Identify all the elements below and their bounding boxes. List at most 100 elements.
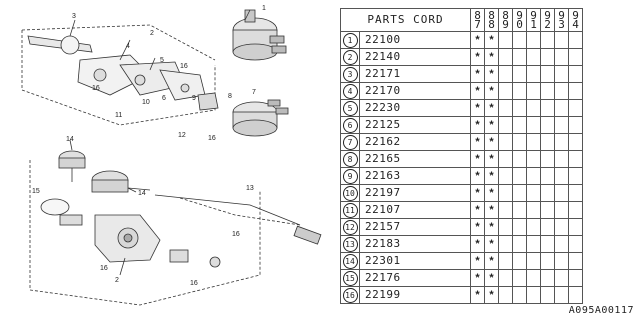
year-applicability-cell xyxy=(554,133,569,151)
year-applicability-cell xyxy=(498,201,513,219)
year-applicability-cell xyxy=(568,65,583,83)
item-number-cell: 16 xyxy=(340,286,360,304)
year-applicability-cell xyxy=(498,48,513,66)
year-applicability-cell xyxy=(498,252,513,270)
callout-16-a: 16 xyxy=(180,63,188,70)
year-applicability-cell xyxy=(540,184,555,202)
year-applicability-cell xyxy=(526,167,541,185)
year-applicability-cell xyxy=(526,235,541,253)
distributor-cap-top xyxy=(232,9,287,61)
year-applicability-cell: * xyxy=(484,286,499,304)
year-digit-top: 9 xyxy=(558,9,565,22)
rotor xyxy=(197,92,219,111)
year-applicability-cell xyxy=(568,184,583,202)
item-number-cell: 8 xyxy=(340,150,360,168)
item-number-cell: 6 xyxy=(340,116,360,134)
year-applicability-cell xyxy=(540,65,555,83)
year-applicability-cell: * xyxy=(470,133,485,151)
year-applicability-cell xyxy=(554,252,569,270)
part-code: 22230 xyxy=(359,99,471,117)
year-applicability-cell xyxy=(512,235,527,253)
year-applicability-cell xyxy=(568,201,583,219)
year-applicability-cell: * xyxy=(470,201,485,219)
year-applicability-cell: * xyxy=(470,31,485,49)
year-applicability-cell xyxy=(568,133,583,151)
year-digit-bottom: 9 xyxy=(502,18,509,31)
year-applicability-cell: * xyxy=(470,116,485,134)
year-applicability-cell xyxy=(540,150,555,168)
year-applicability-cell: * xyxy=(484,65,499,83)
item-number-cell: 4 xyxy=(340,82,360,100)
year-digit-bottom: 4 xyxy=(572,18,579,31)
year-applicability-cell: * xyxy=(484,150,499,168)
callout-8: 8 xyxy=(228,93,232,100)
year-applicability-cell xyxy=(554,65,569,83)
year-applicability-cell xyxy=(498,31,513,49)
part-code: 22301 xyxy=(359,252,471,270)
year-applicability-cell xyxy=(512,133,527,151)
year-applicability-cell xyxy=(568,150,583,168)
callout-1: 1 xyxy=(262,5,266,12)
year-applicability-cell xyxy=(540,48,555,66)
year-applicability-cell xyxy=(540,218,555,236)
callout-11: 11 xyxy=(115,112,122,119)
callout-16-d: 16 xyxy=(232,231,240,238)
year-applicability-cell: * xyxy=(484,82,499,100)
item-number-cell: 9 xyxy=(340,167,360,185)
year-applicability-cell: * xyxy=(484,167,499,185)
year-applicability-cell xyxy=(554,184,569,202)
item-number-cell: 13 xyxy=(340,235,360,253)
year-applicability-cell xyxy=(540,201,555,219)
year-applicability-cell xyxy=(512,48,527,66)
year-applicability-cell xyxy=(568,252,583,270)
item-number: 15 xyxy=(342,270,358,286)
year-applicability-cell xyxy=(512,269,527,287)
year-applicability-cell xyxy=(526,133,541,151)
lower-assembly-frame xyxy=(29,190,261,306)
part-code: 22165 xyxy=(359,150,471,168)
year-applicability-cell xyxy=(554,99,569,117)
part-code: 22125 xyxy=(359,116,471,134)
callout-13: 13 xyxy=(246,185,254,192)
callout-16-b: 16 xyxy=(92,85,100,92)
year-applicability-cell xyxy=(568,235,583,253)
callout-16-c: 16 xyxy=(208,135,216,142)
year-applicability-cell xyxy=(512,218,527,236)
year-applicability-cell xyxy=(526,31,541,49)
callout-3: 3 xyxy=(72,13,76,20)
year-applicability-cell xyxy=(512,167,527,185)
year-applicability-cell: * xyxy=(484,99,499,117)
part-code: 22197 xyxy=(359,184,471,202)
item-number: 2 xyxy=(342,49,358,65)
callout-5: 5 xyxy=(160,57,164,64)
year-applicability-cell: * xyxy=(484,48,499,66)
year-applicability-cell xyxy=(540,167,555,185)
year-applicability-cell: * xyxy=(470,99,485,117)
year-applicability-cell: * xyxy=(484,218,499,236)
year-applicability-cell xyxy=(554,31,569,49)
year-applicability-cell xyxy=(498,269,513,287)
year-applicability-cell xyxy=(498,218,513,236)
year-applicability-cell xyxy=(498,99,513,117)
year-applicability-cell xyxy=(526,269,541,287)
part-code: 22107 xyxy=(359,201,471,219)
part-code: 22100 xyxy=(359,31,471,49)
year-applicability-cell xyxy=(526,184,541,202)
year-applicability-cell xyxy=(512,82,527,100)
year-digit-top: 8 xyxy=(502,9,509,22)
callout-7: 7 xyxy=(252,89,256,96)
year-applicability-cell xyxy=(540,31,555,49)
year-applicability-cell xyxy=(568,286,583,304)
